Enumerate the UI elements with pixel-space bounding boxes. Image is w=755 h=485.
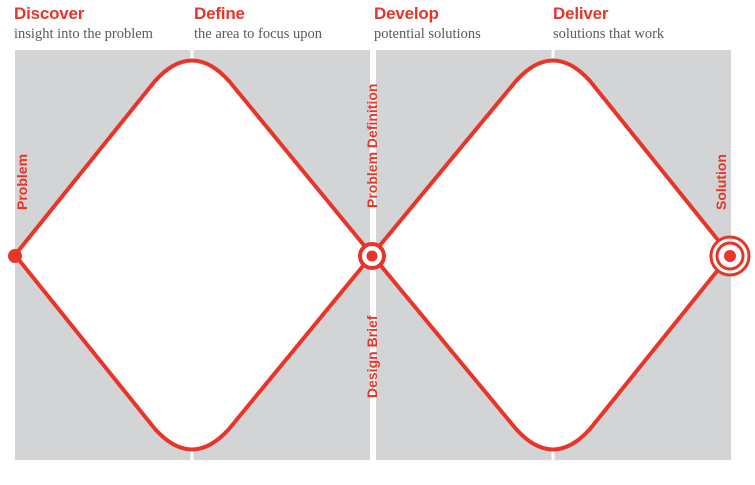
solution-label: Solution — [713, 154, 729, 210]
phase-deliver: Deliver solutions that work — [553, 4, 664, 43]
phase-subtitle: solutions that work — [553, 26, 665, 42]
phase-develop: Develop potential solutions — [374, 4, 481, 43]
design-brief-label: Design Brief — [364, 315, 380, 398]
phase-subtitle: insight into the problem — [14, 26, 153, 42]
phase-define: Define the area to focus upon — [194, 4, 322, 43]
phase-subtitle: potential solutions — [374, 26, 481, 42]
problem-definition-label: Problem Definition — [364, 83, 380, 208]
phase-subtitle: the area to focus upon — [194, 26, 323, 42]
phase-discover: Discover insight into the problem — [14, 4, 153, 43]
solution-target-icon — [709, 235, 751, 277]
phase-title: Discover — [14, 4, 85, 23]
problem-definition-target-icon — [358, 242, 386, 270]
phase-title: Develop — [374, 4, 439, 23]
problem-dot-icon — [8, 249, 22, 263]
phase-title: Define — [194, 4, 245, 23]
problem-label: Problem — [14, 153, 30, 210]
phase-title: Deliver — [553, 4, 609, 23]
